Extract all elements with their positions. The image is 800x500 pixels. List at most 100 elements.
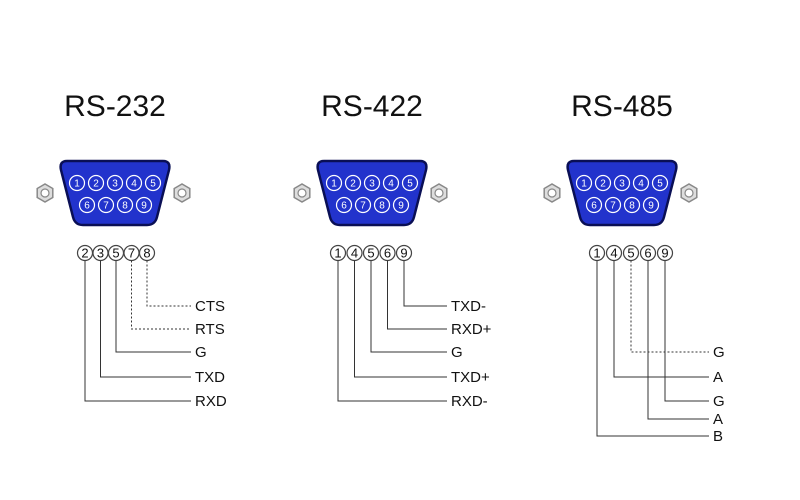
face-pin-number: 2 (600, 179, 606, 190)
face-pin-circle (594, 174, 612, 192)
face-pin-circle (363, 174, 381, 192)
signal-label: TXD+ (451, 369, 490, 386)
signal-label: A (713, 411, 723, 428)
signal-line (354, 260, 447, 378)
signal-line (403, 260, 447, 307)
signal-label: RXD- (451, 393, 488, 410)
face-pin-circle (325, 174, 343, 192)
signal-line (370, 260, 447, 353)
connector-title: RS-422 (321, 90, 423, 123)
face-pin-number: 4 (388, 179, 394, 190)
face-pin-number: 3 (369, 179, 375, 190)
face-pin-number: 4 (638, 179, 644, 190)
signal-line (146, 260, 191, 307)
screw-icon (293, 183, 311, 203)
pin-number: 8 (143, 246, 150, 261)
face-pin-circle (78, 196, 96, 214)
signal-line (387, 260, 447, 330)
pin-number: 3 (97, 246, 104, 261)
face-pin-circle (401, 174, 419, 192)
face-pin-number: 8 (122, 201, 128, 212)
face-pin-number: 6 (341, 201, 347, 212)
face-pin-number: 9 (648, 201, 654, 212)
face-pin-number: 4 (131, 179, 137, 190)
pin-number: 6 (644, 246, 651, 261)
signal-line (630, 260, 709, 353)
pin-number: 5 (627, 246, 634, 261)
face-pin-circle (97, 196, 115, 214)
face-pin-number: 6 (84, 201, 90, 212)
face-pin-circle (382, 174, 400, 192)
face-pin-number: 7 (103, 201, 109, 212)
signal-line (131, 260, 191, 330)
pin-number: 9 (400, 246, 407, 261)
pin-number: 7 (128, 246, 135, 261)
face-pin-circle (373, 196, 391, 214)
screw-icon (36, 183, 54, 203)
face-pin-number: 3 (619, 179, 625, 190)
signal-label: A (713, 369, 723, 386)
screw-icon (543, 183, 561, 203)
face-pin-circle (613, 174, 631, 192)
face-pin-number: 3 (112, 179, 118, 190)
pin-number: 1 (593, 246, 600, 261)
face-pin-circle (575, 174, 593, 192)
face-pin-number: 1 (74, 179, 80, 190)
signal-line (84, 260, 191, 402)
pin-number: 6 (384, 246, 391, 261)
signal-label: G (451, 344, 463, 361)
face-pin-number: 7 (360, 201, 366, 212)
face-pin-circle (354, 196, 372, 214)
signal-line (115, 260, 191, 353)
face-pin-number: 8 (379, 201, 385, 212)
signal-line (647, 260, 709, 420)
screw-icon (173, 183, 191, 203)
signal-label: G (713, 393, 725, 410)
signal-label: G (195, 344, 207, 361)
face-pin-number: 8 (629, 201, 635, 212)
face-pin-number: 1 (581, 179, 587, 190)
face-pin-number: 6 (591, 201, 597, 212)
face-pin-number: 2 (350, 179, 356, 190)
face-pin-number: 2 (93, 179, 99, 190)
face-pin-number: 9 (141, 201, 147, 212)
face-pin-circle (632, 174, 650, 192)
face-pin-number: 7 (610, 201, 616, 212)
face-pin-number: 5 (407, 179, 413, 190)
pin-number: 5 (367, 246, 374, 261)
signal-label: RXD+ (451, 321, 492, 338)
face-pin-circle (106, 174, 124, 192)
face-pin-circle (144, 174, 162, 192)
face-pin-circle (68, 174, 86, 192)
db9-connector-icon: 1 2 3 4 5 6 7 8 9 (59, 159, 171, 227)
pin-number: 1 (334, 246, 341, 261)
face-pin-circle (585, 196, 603, 214)
face-pin-circle (623, 196, 641, 214)
signal-line (596, 260, 709, 437)
pin-number: 4 (351, 246, 358, 261)
signal-label: TXD (195, 369, 225, 386)
signal-label: CTS (195, 298, 225, 315)
connector-title: RS-232 (64, 90, 166, 123)
signal-line (613, 260, 709, 378)
face-pin-circle (335, 196, 353, 214)
face-pin-circle (116, 196, 134, 214)
signal-line (664, 260, 709, 402)
signal-label: RTS (195, 321, 225, 338)
face-pin-circle (651, 174, 669, 192)
face-pin-circle (392, 196, 410, 214)
face-pin-circle (642, 196, 660, 214)
connector-title: RS-485 (571, 90, 673, 123)
face-pin-circle (344, 174, 362, 192)
face-pin-circle (135, 196, 153, 214)
face-pin-number: 5 (150, 179, 156, 190)
face-pin-number: 1 (331, 179, 337, 190)
face-pin-circle (125, 174, 143, 192)
pin-number: 5 (112, 246, 119, 261)
